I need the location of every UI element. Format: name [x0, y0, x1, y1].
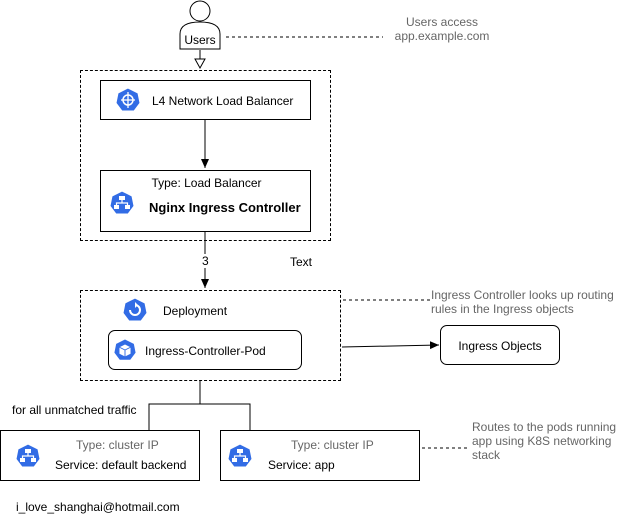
ingress-controller-name: Nginx Ingress Controller: [149, 200, 301, 215]
service-default-backend-box: Type: cluster IP Service: default backen…: [0, 430, 200, 481]
edge-pod-to-ingress-objects: [341, 341, 440, 350]
deployment-label: Deployment: [163, 304, 228, 318]
users-node: Users: [179, 0, 221, 50]
note-ingress-line-1: Ingress Controller looks up routing: [431, 288, 614, 302]
note-ingress-line-2: rules in the Ingress objects: [431, 302, 574, 316]
person-icon: [179, 0, 221, 50]
ingress-controller-pod-box: Ingress-Controller-Pod: [108, 330, 302, 370]
note-users-line-1: Users access: [405, 15, 479, 29]
note-users-access: Users access app.example.com: [383, 15, 501, 43]
users-label: Users: [184, 33, 216, 47]
load-balancer-icon: [115, 87, 141, 112]
note-ingress-lookup: Ingress Controller looks up routing rule…: [431, 288, 614, 316]
service-default-type: Type: cluster IP: [76, 438, 159, 452]
service-icon: [227, 443, 253, 468]
floating-text: Text: [290, 255, 313, 269]
service-default-name: Service: default backend: [55, 458, 187, 472]
footer-email: i_love_shanghai@hotmail.com: [16, 500, 180, 514]
deployment-group: Deployment: [80, 290, 341, 381]
deployment-icon: [122, 297, 148, 322]
ingress-controller-type: Type: Load Balancer: [151, 176, 262, 190]
service-app-type: Type: cluster IP: [291, 438, 374, 452]
network-load-balancer-box: L4 Network Load Balancer: [100, 80, 311, 120]
service-app-box: Type: cluster IP Service: app: [220, 430, 420, 481]
service-app-name: Service: app: [268, 458, 335, 472]
note-users-line-2: app.example.com: [394, 29, 490, 43]
edge-label-3: 3: [201, 254, 210, 268]
nlb-label: L4 Network Load Balancer: [152, 94, 294, 108]
unmatched-traffic-label: for all unmatched traffic: [12, 403, 137, 417]
load-balancer-group: [80, 70, 331, 241]
service-icon: [109, 190, 135, 215]
pod-label: Ingress-Controller-Pod: [145, 344, 266, 358]
pod-icon: [113, 338, 137, 361]
ingress-objects-box: Ingress Objects: [440, 325, 560, 365]
note-routes: Routes to the pods running app using K8S…: [472, 420, 616, 462]
edge-deployment-to-services: [148, 381, 201, 430]
service-icon: [15, 443, 41, 468]
note-routes-line-2: app using K8S networking: [472, 434, 612, 448]
note-routes-line-3: stack: [472, 448, 501, 462]
ingress-objects-label: Ingress Objects: [458, 339, 542, 353]
ingress-controller-box: Type: Load Balancer Nginx Ingress Contro…: [100, 170, 311, 232]
note-routes-line-1: Routes to the pods running: [472, 420, 617, 434]
